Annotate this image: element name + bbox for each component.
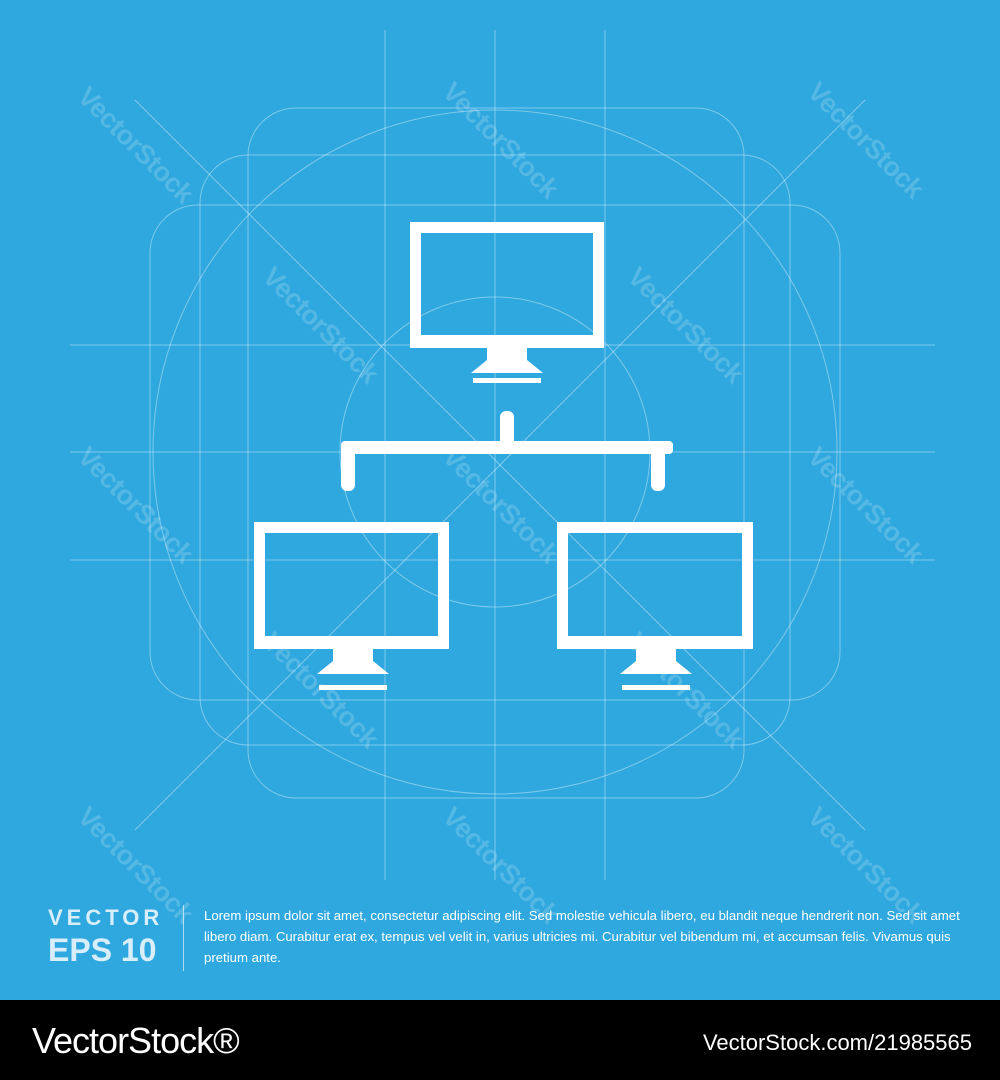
right-monitor-icon — [557, 522, 753, 649]
top-monitor-icon — [410, 222, 604, 348]
vectorstock-logo: VectorStock® — [32, 1020, 240, 1061]
computer-network-icon — [254, 222, 753, 690]
image-id-text: VectorStock.com/21985565 — [702, 1030, 972, 1055]
left-monitor-icon — [254, 522, 449, 649]
vector-label: VECTOR — [48, 905, 164, 930]
artwork-canvas: VectorStock VectorStock VectorStock Vect… — [0, 0, 1000, 1000]
caption-divider — [183, 905, 184, 971]
eps-label: EPS 10 — [48, 932, 157, 968]
description-text: Lorem ipsum dolor sit amet, consectetur … — [204, 908, 960, 965]
footer-bar: VectorStock® VectorStock.com/21985565 — [0, 1000, 1000, 1080]
